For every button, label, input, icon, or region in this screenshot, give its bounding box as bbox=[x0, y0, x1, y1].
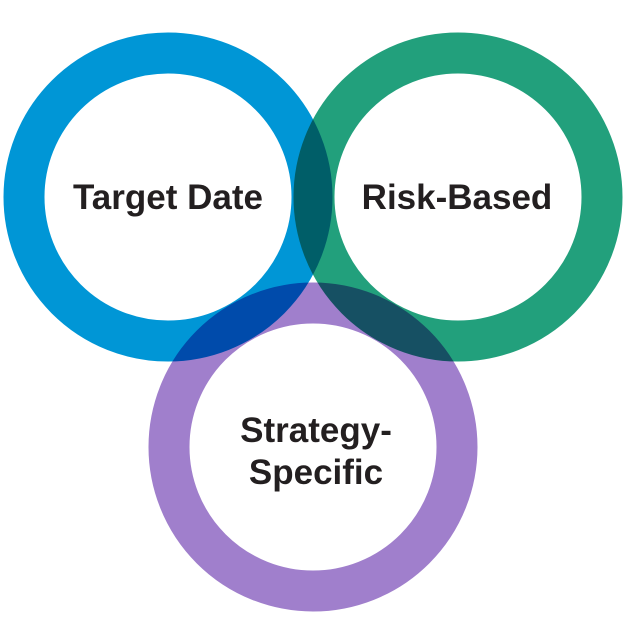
target-date-label: Target Date bbox=[73, 178, 263, 217]
risk-based-label: Risk-Based bbox=[362, 178, 553, 217]
risk-based-ring bbox=[293, 32, 623, 362]
strategy-specific-label-line1: Strategy- bbox=[240, 411, 392, 450]
strategy-specific-label-line2: Specific bbox=[249, 453, 383, 492]
strategy-specific-ring bbox=[148, 282, 478, 612]
